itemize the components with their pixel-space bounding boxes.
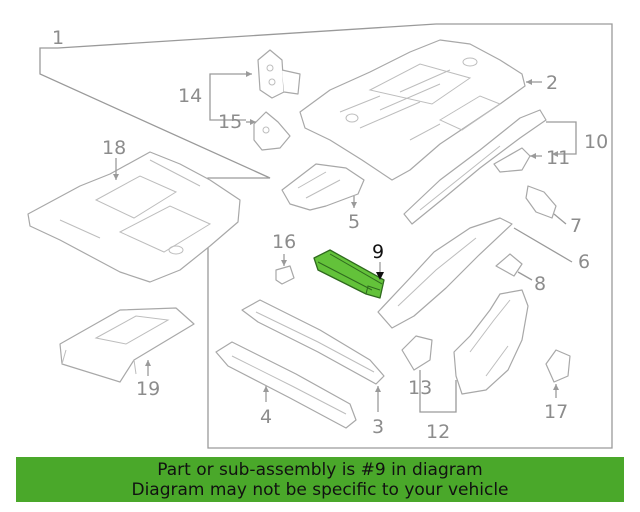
part-9-crossmember-highlighted[interactable] [313,249,385,299]
callout-11: 11 [546,147,570,169]
callout-3: 3 [372,416,384,438]
part-14-bracket[interactable] [257,49,301,99]
callout-19: 19 [136,378,160,400]
part-2-rear-floor-pan[interactable] [299,39,526,181]
part-15-bracket[interactable] [253,111,291,151]
part-10-side-rail[interactable] [403,109,547,225]
callout-7: 7 [570,215,582,237]
assembly-bracket-outline [39,23,613,449]
callout-16: 16 [272,231,296,253]
part-5-bracket[interactable] [281,163,365,211]
callout-4: 4 [260,406,272,428]
leader-10 [546,121,577,155]
part-7-bracket[interactable] [525,185,557,219]
part-18-front-floor-pan[interactable] [27,151,241,283]
part-13-bracket[interactable] [401,335,433,371]
part-4-crossmember[interactable] [215,341,357,429]
part-19-floor-tray[interactable] [59,307,195,383]
part-17-bracket[interactable] [545,349,571,383]
callout-10: 10 [584,131,608,153]
part-11-bracket[interactable] [493,147,531,173]
part-8-bracket[interactable] [495,253,523,277]
callout-13: 13 [408,377,432,399]
callout-15: 15 [218,111,242,133]
leader-8 [517,271,533,281]
leader-1 [57,23,437,49]
callout-17: 17 [544,401,568,423]
callout-14: 14 [178,85,202,107]
parts-diagram: 1 2 3 4 5 6 7 8 9 10 11 12 13 14 15 16 1… [27,23,613,449]
callout-1: 1 [52,27,64,49]
callout-5: 5 [348,211,360,233]
callout-12: 12 [426,421,450,443]
leader-12 [419,370,457,413]
callout-8: 8 [534,273,546,295]
part-16-clip[interactable] [275,265,295,285]
leader-6 [513,227,573,263]
leader-7 [553,213,567,225]
part-12-wheelhouse[interactable] [453,289,529,395]
banner-line-1: Part or sub-assembly is #9 in diagram [157,460,483,480]
leader-14 [209,73,252,121]
part-3-crossmember[interactable] [241,299,385,385]
callout-9: 9 [372,241,384,263]
part-6-side-member[interactable] [377,217,513,329]
arrowheads [113,71,559,392]
callout-18: 18 [102,137,126,159]
callout-2: 2 [546,72,558,94]
banner-line-2: Diagram may not be specific to your vehi… [131,480,509,500]
info-banner: Part or sub-assembly is #9 in diagram Di… [16,457,624,502]
callout-6: 6 [578,251,590,273]
